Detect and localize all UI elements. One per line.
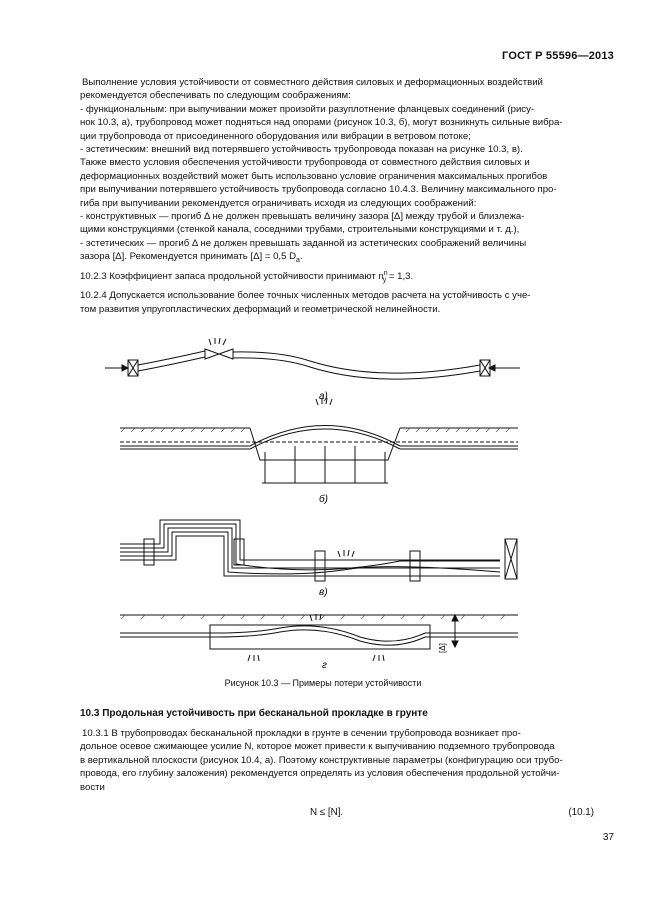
formula-expression: N ≤ [N]. [310,807,344,818]
channel [209,624,431,650]
text-line: - эстетических — прогиб Δ не должен прев… [80,237,527,249]
text-line: Также вместо условия обеспечения устойчи… [80,157,530,169]
formula-number: (10.1) [568,807,594,818]
page-number: 37 [602,832,614,843]
figure-label-g: г [322,660,327,670]
subscript: а [296,257,300,265]
text-span: . [299,251,303,263]
text-line: гиба при выпучивании рекомендуется огран… [80,197,477,209]
support [409,550,421,582]
end-support-left [127,359,139,377]
figure-v-drawing [120,519,518,582]
gap-label: [Δ] [438,643,447,653]
figure-label-v: в) [319,587,328,598]
text-line: том развития упругопластических деформац… [80,303,441,315]
text-span: зазора [Δ]. Рекомендуется принимать [Δ] … [80,251,297,263]
arrow-head [121,364,130,372]
support [314,550,326,582]
figure-g-drawing [120,613,518,662]
trench [249,427,401,461]
end-support [504,538,518,580]
text-line: вости [80,781,105,793]
text-line: 10.2.4 Допускается использование более т… [80,290,531,302]
text-line: - конструктивных — прогиб Δ не должен пр… [80,211,525,223]
text-line: деформационных воздействий может быть ис… [80,170,548,182]
paragraph-10-2-3: 10.2.3 Коэффициент запаса продольной уст… [80,270,594,284]
figure-label-a: а) [319,391,328,402]
support [233,538,245,566]
text-line: 10.3.1 В трубопроводах бесканальной прок… [82,728,521,739]
text-line: рекомендуется обеспечивать по следующим … [80,90,351,102]
section-title: 10.3 Продольная устойчивость при бескана… [80,708,428,719]
figure-10-3: а) б) в) г [Δ] [105,337,520,670]
figure-a-drawing [105,337,520,380]
subscript: y [382,276,387,284]
text-block-stability: Выполнение условия устойчивости от совме… [80,76,594,316]
figure-b-drawing [120,397,518,484]
text-span: 10.2.3 Коэффициент запаса продольной уст… [80,270,384,282]
text-line: Выполнение условия устойчивости от совме… [82,77,543,88]
text-line: - функциональным: при выпучивании может … [80,103,535,115]
text-span: = 1,3. [386,270,414,282]
text-line: при выпучивании потерявшего устойчивость… [80,184,557,196]
superscript: n [383,269,388,277]
text-block-10-3-1: 10.3.1 В трубопроводах бесканальной прок… [80,727,594,794]
text-line: в вертикальной плоскости (рисунок 10.4, … [80,754,563,766]
figure-label-b: б) [319,493,328,505]
ground-hatching [120,427,511,620]
standard-header: ГОСТ Р 55596—2013 [502,50,614,62]
text-line: провода, его глубину заложения) рекоменд… [80,768,560,780]
support [143,538,155,566]
text-line: зазора [Δ]. Рекомендуется принимать [Δ] … [80,250,594,264]
text-line: ции трубопровода от присоединенного обор… [80,130,471,142]
text-line: дольное осевое сжимающее усилие N, котор… [80,741,555,753]
text-line: - эстетическим: внешний вид потерявшего … [80,144,523,156]
text-line: щими конструкциями (стенкой канала, сосе… [80,224,520,236]
text-line: нок 10.3, а), трубопровод может поднятьс… [80,117,563,129]
figure-caption: Рисунок 10.3 — Примеры потери устойчивос… [224,678,422,688]
